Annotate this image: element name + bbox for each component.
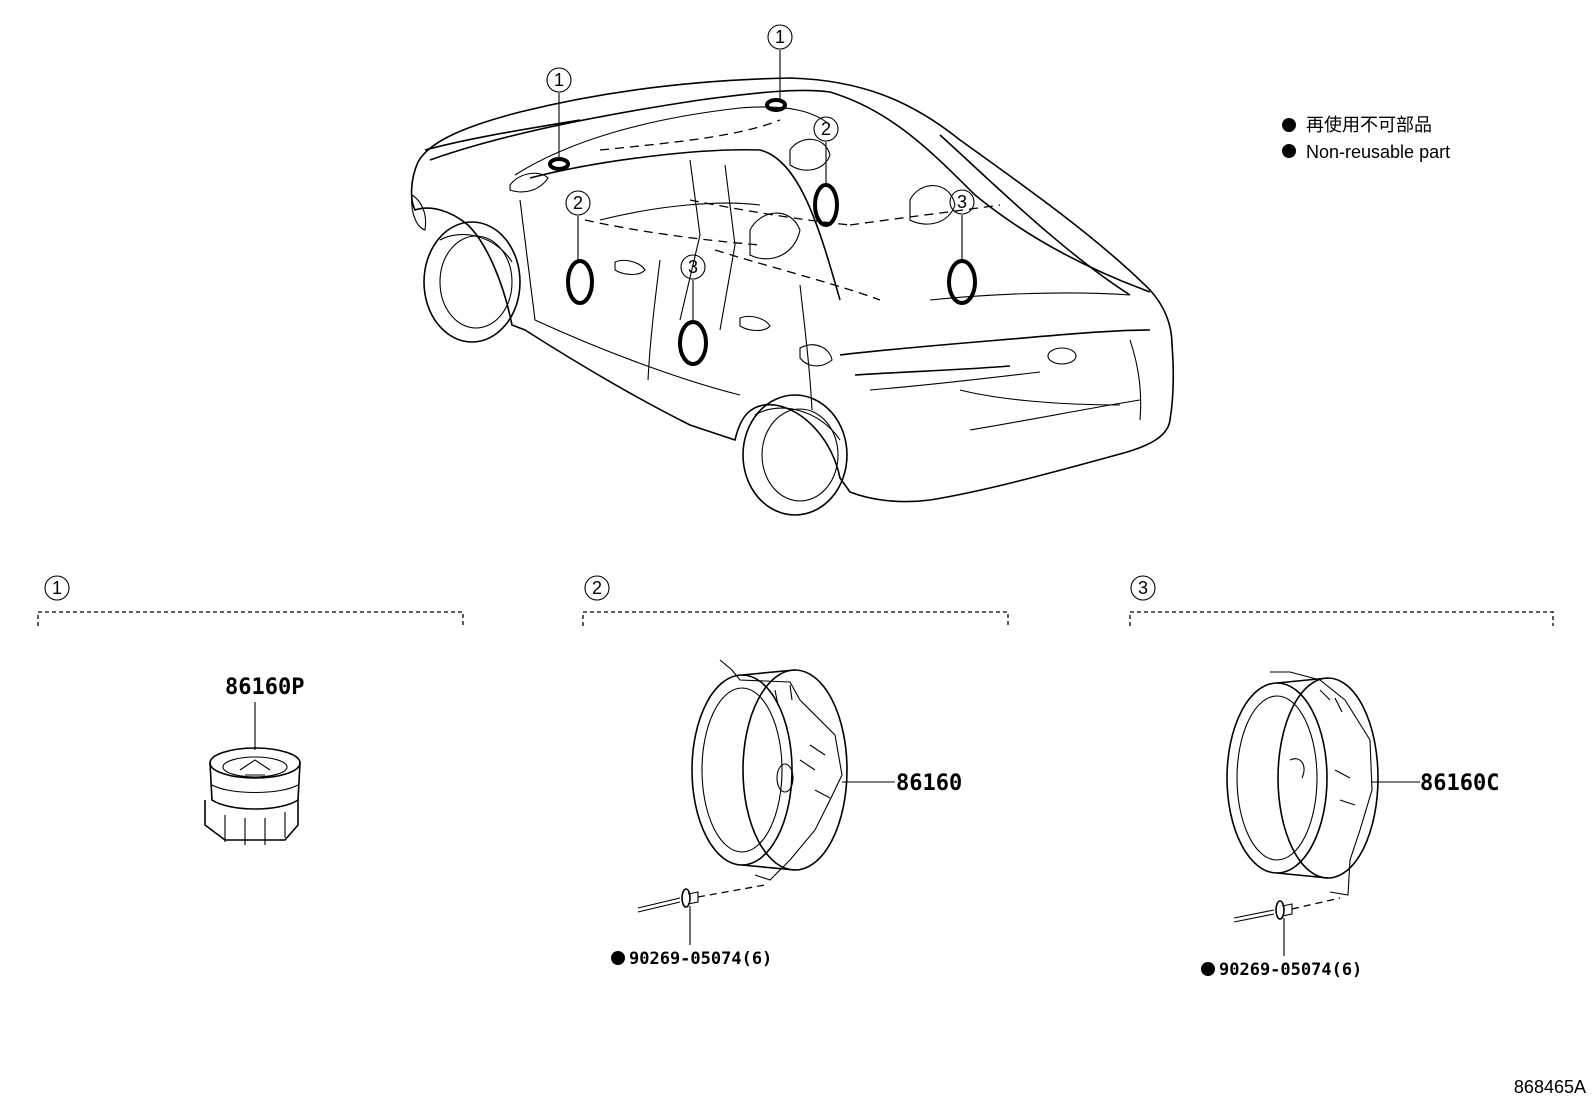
part-number-front-speaker: 86160 [896, 771, 962, 796]
part-number-tweeter: 86160P [225, 675, 304, 700]
tweeter-drawing [204, 747, 301, 845]
section-2: 2 86160 90269-05074(6) [582, 575, 1009, 969]
vehicle-callout-2-left: 2 [565, 190, 591, 216]
legend-dot-icon [1282, 144, 1296, 158]
section-3: 3 86160C 90269-05074(6) [1129, 575, 1554, 980]
section-number: 1 [52, 578, 62, 598]
part-number-rivet: 90269-05074(6) [1219, 960, 1362, 980]
legend-dot-icon [1282, 118, 1296, 132]
svg-text:2: 2 [821, 119, 831, 139]
part-number-rivet: 90269-05074(6) [629, 949, 772, 969]
section-number: 3 [1138, 578, 1148, 598]
section-1: 1 86160P [37, 575, 464, 845]
non-reusable-dot-icon [611, 951, 625, 965]
section-number: 2 [592, 578, 602, 598]
vehicle-callout-1-rear: 1 [767, 24, 793, 50]
part-number-rear-speaker: 86160C [1420, 771, 1499, 796]
svg-text:1: 1 [554, 70, 564, 90]
vehicle-callout-3-right: 3 [949, 189, 975, 215]
non-reusable-dot-icon [1201, 962, 1215, 976]
legend: 再使用不可部品 Non-reusable part [1282, 115, 1450, 162]
vehicle-callout-2-right: 2 [813, 116, 839, 142]
svg-text:3: 3 [957, 192, 967, 212]
legend-text-en: Non-reusable part [1306, 142, 1450, 162]
rear-speaker-drawing [1226, 671, 1379, 896]
vehicle-illustration: 1 1 2 2 3 3 [410, 24, 1175, 516]
front-speaker-drawing [691, 659, 848, 881]
vehicle-callout-3-left: 3 [680, 254, 706, 280]
rivet-drawing [637, 888, 699, 913]
svg-text:2: 2 [573, 193, 583, 213]
vehicle-callout-1-front: 1 [546, 67, 572, 93]
diagram-code: 868465A [1514, 1077, 1586, 1097]
legend-text-ja: 再使用不可部品 [1306, 115, 1432, 135]
svg-text:3: 3 [688, 257, 698, 277]
svg-text:1: 1 [775, 27, 785, 47]
rivet-drawing [1233, 900, 1293, 923]
